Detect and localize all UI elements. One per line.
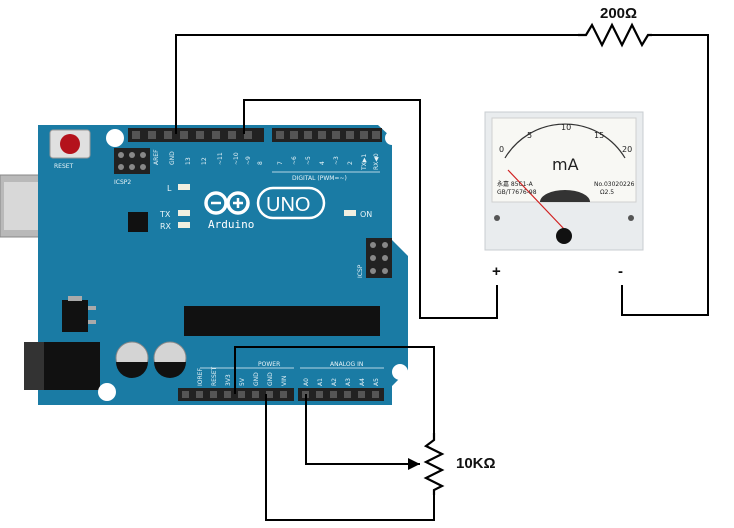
wire-gnd-to-pot — [265, 394, 435, 521]
svg-text:~9: ~9 — [245, 156, 252, 165]
reset-label: RESET — [54, 163, 74, 170]
reset-button-cap[interactable] — [60, 134, 80, 154]
potentiometer-label: 10KΩ — [456, 455, 496, 472]
svg-text:A0: A0 — [303, 378, 310, 386]
svg-text:永嘉 85C1-A: 永嘉 85C1-A — [497, 180, 534, 188]
led-tx-label: TX — [159, 210, 171, 219]
arduino-board: RESET ICSP2 AREF GND 13 12 ~11 ~10 ~9 — [0, 125, 408, 405]
icsp-label: ICSP — [357, 264, 364, 278]
svg-text:GND: GND — [253, 372, 260, 386]
mount-hole — [392, 364, 408, 380]
svg-text:5V: 5V — [239, 377, 246, 386]
mount-hole — [98, 383, 116, 401]
svg-text:A3: A3 — [345, 378, 352, 386]
top-pin-labels: AREF GND 13 12 ~11 ~10 ~9 8 7 ~6 ~5 4 ~3… — [153, 149, 380, 171]
svg-text:AREF: AREF — [153, 149, 160, 165]
svg-text:A1: A1 — [317, 378, 324, 386]
model-label: UNO — [266, 194, 310, 216]
svg-text:Ω2.5: Ω2.5 — [600, 189, 614, 196]
meter-unit: mA — [552, 155, 579, 174]
digital-label: DIGITAL (PWM=~) — [292, 175, 347, 182]
meter-plus-label: + — [492, 263, 501, 280]
led-rx — [178, 222, 190, 228]
power-label: POWER — [258, 361, 280, 368]
atmega-chip — [184, 306, 380, 336]
mount-hole — [385, 131, 399, 145]
icsp2-label: ICSP2 — [114, 179, 131, 186]
meter-face — [491, 117, 637, 203]
svg-text:2: 2 — [347, 161, 354, 165]
svg-text:0: 0 — [499, 145, 504, 154]
svg-text:GND: GND — [169, 151, 176, 165]
led-l — [178, 184, 190, 190]
svg-text:VIN: VIN — [281, 376, 288, 386]
analog-header — [298, 388, 384, 401]
svg-text:~6: ~6 — [291, 156, 298, 165]
svg-text:12: 12 — [201, 157, 208, 165]
svg-text:~5: ~5 — [305, 156, 312, 165]
voltage-regulator — [62, 300, 88, 332]
bottom-pin-labels: IOREF RESET 3V3 5V GND GND VIN A0 A1 A2 … — [197, 366, 380, 386]
wire-5v-to-pot — [234, 346, 435, 433]
zero-adjust-knob[interactable] — [556, 228, 572, 244]
resistor-top-label: 200Ω — [600, 5, 637, 22]
svg-text:A2: A2 — [331, 378, 338, 386]
svg-text:20: 20 — [622, 145, 632, 154]
analog-label: ANALOG IN — [330, 361, 363, 368]
svg-text:4: 4 — [319, 161, 326, 165]
milliammeter: 0 5 10 15 20 mA 永嘉 85C1-A GB/T7676-98 No… — [484, 111, 644, 251]
svg-text:13: 13 — [185, 157, 192, 165]
wire-a0-to-wiper — [305, 394, 408, 465]
meter-needle — [507, 169, 566, 231]
meter-scale-arc — [504, 123, 626, 159]
svg-text:A5: A5 — [373, 378, 380, 386]
svg-text:No.03020226: No.03020226 — [594, 181, 635, 188]
svg-text:GB/T7676-98: GB/T7676-98 — [497, 189, 537, 196]
led-rx-label: RX — [160, 222, 172, 231]
digital-header-right — [272, 128, 382, 142]
svg-text:~11: ~11 — [217, 152, 224, 165]
chip — [128, 212, 148, 232]
svg-text:~3: ~3 — [333, 156, 340, 165]
logo-text: Arduino — [208, 218, 254, 231]
svg-text:TX▶1: TX▶1 — [361, 154, 368, 171]
led-tx — [178, 210, 190, 216]
svg-text:GND: GND — [267, 372, 274, 386]
led-on — [344, 210, 356, 216]
svg-text:IOREF: IOREF — [197, 368, 204, 386]
led-on-label: ON — [360, 210, 372, 219]
svg-text:8: 8 — [257, 161, 264, 165]
svg-text:~10: ~10 — [233, 152, 240, 165]
meter-minus-label: - — [618, 263, 623, 280]
icsp-header — [366, 238, 392, 278]
svg-text:7: 7 — [277, 161, 284, 165]
svg-text:3V3: 3V3 — [225, 374, 232, 386]
potentiometer-10k — [423, 433, 445, 495]
wires — [175, 34, 709, 521]
mount-hole — [106, 129, 124, 147]
wire-gnd-to-resistor — [175, 34, 578, 134]
resistor-200-ohm — [578, 22, 652, 48]
icsp2-header — [114, 148, 150, 174]
arduino-logo — [204, 186, 326, 220]
svg-text:5: 5 — [527, 131, 532, 140]
svg-text:15: 15 — [594, 131, 604, 140]
wire-resistor-to-meter-minus — [621, 34, 709, 316]
svg-text:A4: A4 — [359, 378, 366, 386]
svg-text:10: 10 — [561, 123, 571, 132]
capacitors — [115, 341, 187, 378]
wire-pin9-to-meter-plus — [243, 99, 498, 319]
svg-text:RX◀0: RX◀0 — [373, 153, 380, 170]
led-l-label: L — [167, 184, 172, 193]
svg-text:RESET: RESET — [211, 366, 218, 386]
